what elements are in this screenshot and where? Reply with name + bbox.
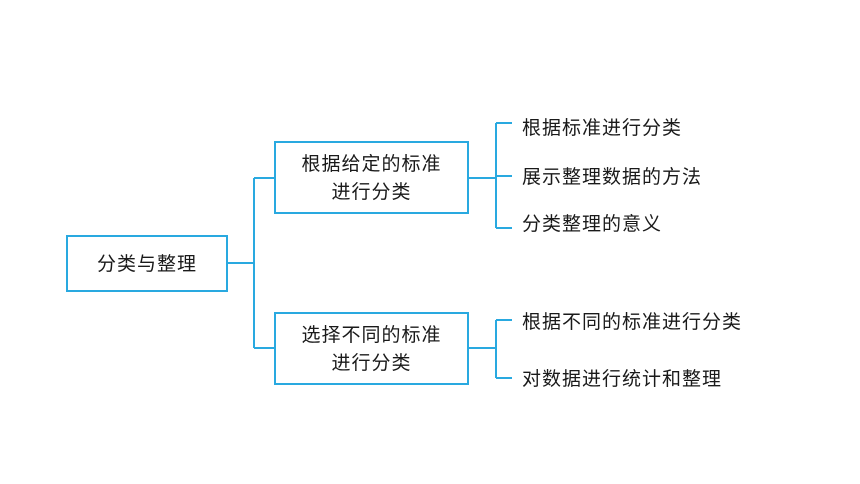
connector-root xyxy=(228,177,276,349)
branch-2-line-2: 进行分类 xyxy=(331,351,412,374)
leaf-2-1: 根据不同的标准进行分类 xyxy=(522,311,743,333)
leaf-1-3: 分类整理的意义 xyxy=(522,213,663,235)
leaf-1-1: 根据标准进行分类 xyxy=(522,117,683,139)
leaf-2-2: 对数据进行统计和整理 xyxy=(522,368,723,390)
branch-1-line-2: 进行分类 xyxy=(331,180,412,203)
connector-branch-1 xyxy=(468,122,512,229)
branch-node-1: 根据给定的标准 进行分类 xyxy=(274,141,469,214)
branch-node-2: 选择不同的标准 进行分类 xyxy=(274,312,469,385)
branch-1-line-1: 根据给定的标准 xyxy=(301,152,442,175)
root-label: 分类与整理 xyxy=(96,252,197,275)
connector-branch-2 xyxy=(468,319,512,379)
leaf-1-2: 展示整理数据的方法 xyxy=(522,166,703,188)
root-node: 分类与整理 xyxy=(66,235,228,292)
branch-2-line-1: 选择不同的标准 xyxy=(301,323,442,346)
